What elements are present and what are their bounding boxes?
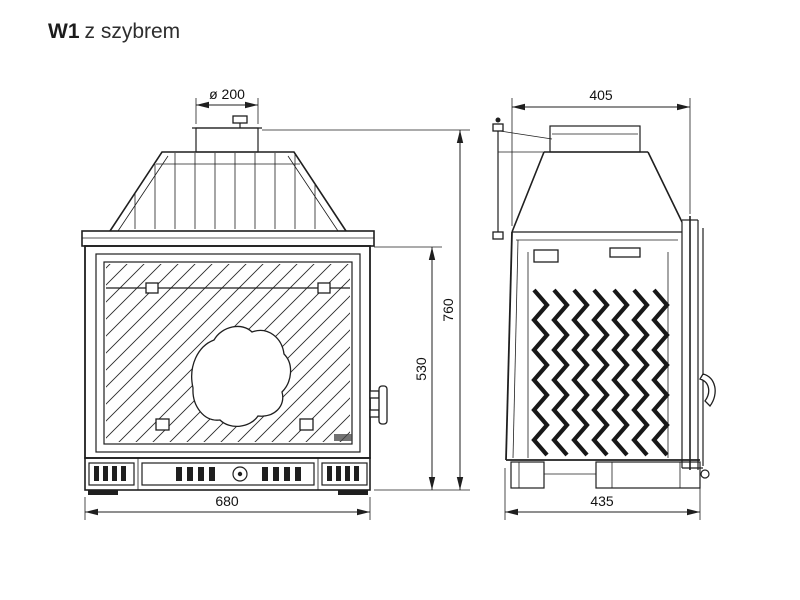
ashpan-knob bbox=[700, 469, 710, 479]
chimney-collar bbox=[192, 115, 262, 153]
model-name: W1 bbox=[48, 20, 80, 43]
front-width-dimension: 680 bbox=[84, 493, 371, 520]
bottom-depth-label: 435 bbox=[590, 493, 614, 509]
glass-clip-top-left bbox=[145, 282, 159, 294]
front-width-label: 680 bbox=[215, 493, 239, 509]
top-depth-label: 405 bbox=[589, 87, 613, 103]
side-door-handle bbox=[699, 373, 716, 407]
glass-height-dimension: 530 bbox=[374, 246, 470, 491]
side-body bbox=[505, 151, 683, 461]
convection-fins bbox=[527, 252, 670, 458]
glass-ornament bbox=[191, 325, 292, 427]
top-depth-dimension: 405 bbox=[511, 87, 691, 226]
model-variant: z szybrem bbox=[84, 20, 181, 43]
glass-clip-bottom-left bbox=[155, 418, 170, 431]
front-view: ø 200 bbox=[81, 86, 470, 520]
base-grille bbox=[84, 457, 371, 495]
hood-ribs bbox=[134, 153, 316, 229]
glass-clip-bottom-right bbox=[299, 418, 314, 431]
side-view: 405 bbox=[492, 87, 716, 520]
damper-rod bbox=[492, 117, 553, 240]
flue-diameter-label: ø 200 bbox=[209, 86, 245, 102]
hood bbox=[109, 151, 347, 232]
air-control-knob bbox=[232, 466, 248, 482]
side-base bbox=[506, 459, 710, 489]
total-height-label: 760 bbox=[440, 298, 456, 322]
foot-left bbox=[88, 490, 118, 495]
glass-height-label: 530 bbox=[413, 357, 429, 381]
door-glass bbox=[106, 264, 352, 442]
brand-mark bbox=[334, 434, 352, 441]
bottom-depth-dimension: 435 bbox=[504, 468, 701, 520]
total-height-dimension: 760 bbox=[262, 129, 470, 490]
top-plate bbox=[81, 230, 375, 247]
flue-diameter-dimension: ø 200 bbox=[195, 86, 259, 124]
door-handle bbox=[369, 385, 388, 425]
foot-right bbox=[338, 490, 368, 495]
side-collar bbox=[544, 125, 648, 153]
glass-clip-top-right bbox=[317, 282, 331, 294]
door-frame bbox=[95, 253, 361, 453]
damper-knob bbox=[232, 115, 248, 124]
side-door bbox=[681, 216, 716, 470]
